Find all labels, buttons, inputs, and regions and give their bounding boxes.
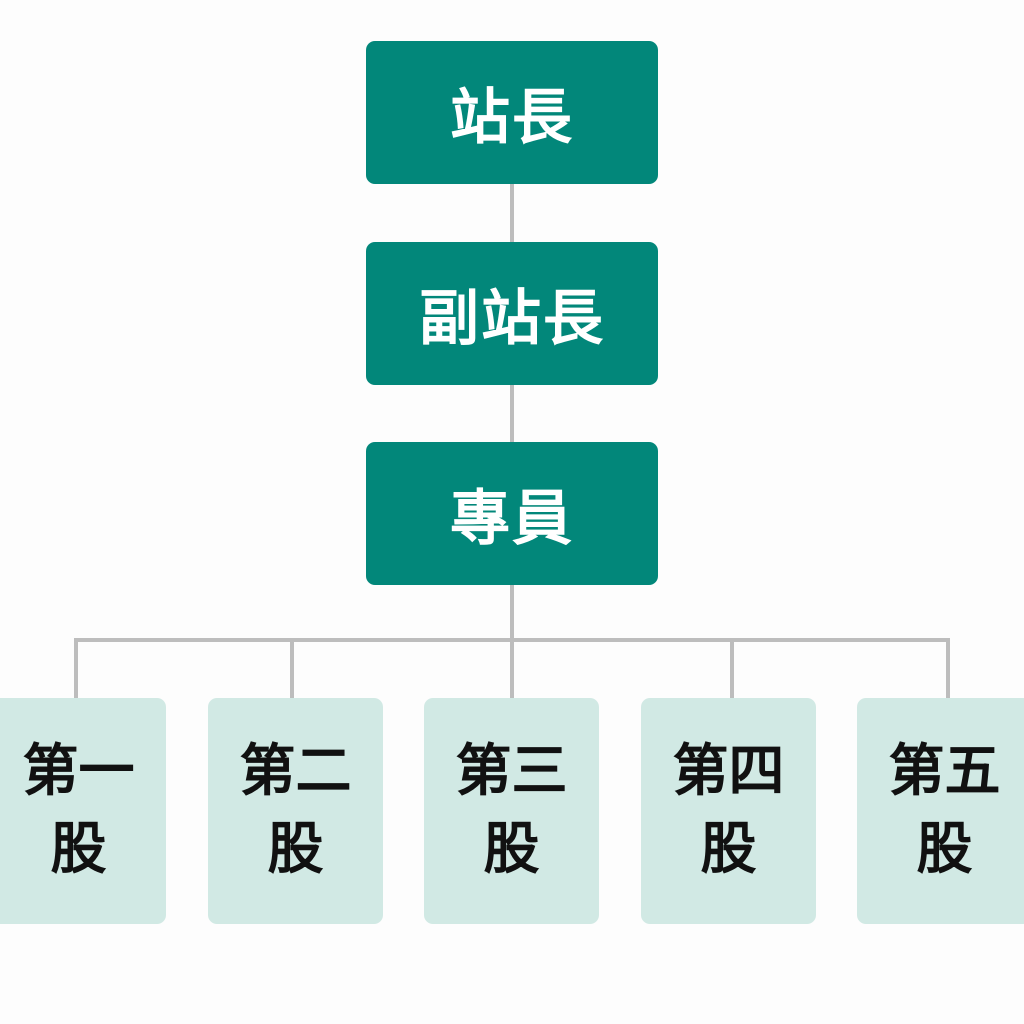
specialist-label: 專員 [450,484,574,554]
unit-4-line2: 股 [700,817,757,882]
deputy-chief-box: 副站長 [366,242,658,385]
unit-5-line2: 股 [916,817,973,882]
specialist-box: 專員 [366,442,658,585]
unit-1-line2: 股 [50,817,107,882]
unit-5-line1: 第五 [888,738,1001,804]
deputy-chief-label: 副站長 [419,284,605,354]
unit-2-line1: 第二 [239,738,352,804]
unit-label-4: 第四 股 [673,733,785,890]
unit-label-3: 第三 股 [456,733,568,890]
unit-label-5: 第五 股 [889,733,1001,890]
unit-label-1: 第一 股 [23,733,135,890]
unit-box-3: 第三 股 [424,698,599,924]
station-chief-label: 站長 [450,83,574,153]
unit-box-4: 第四 股 [641,698,816,924]
unit-2-line2: 股 [267,817,324,882]
station-chief-box: 站長 [366,41,658,184]
unit-box-5: 第五 股 [857,698,1024,924]
unit-box-1: 第一 股 [0,698,166,924]
unit-4-line1: 第四 [672,738,785,804]
unit-label-2: 第二 股 [240,733,352,890]
unit-box-2: 第二 股 [208,698,383,924]
unit-3-line2: 股 [483,817,540,882]
unit-3-line1: 第三 [455,738,568,804]
unit-1-line1: 第一 [22,738,135,804]
